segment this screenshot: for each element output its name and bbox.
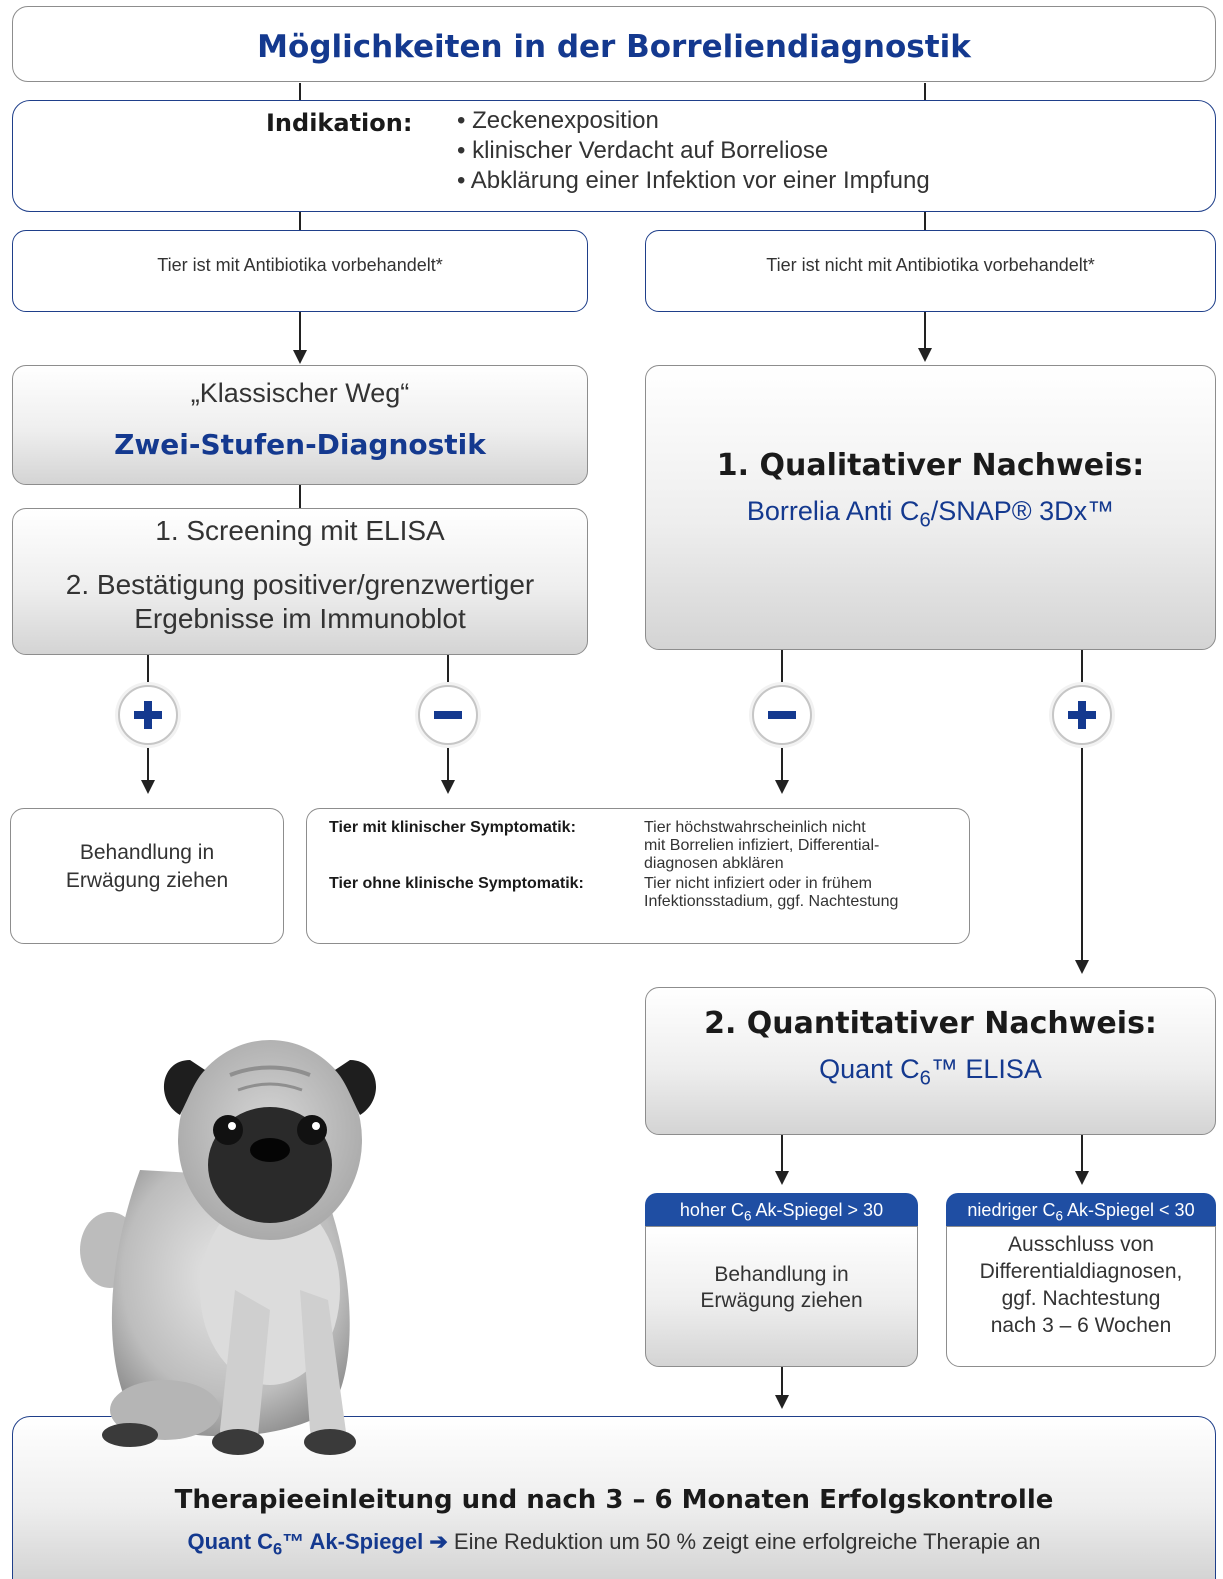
condition-box-left: Tier ist mit Antibiotika vorbehandelt*: [12, 230, 588, 312]
high-level-line1: Behandlung in: [714, 1263, 849, 1286]
indication-box: Indikation: • Zeckenexposition • klinisc…: [12, 100, 1216, 212]
qualitative-test-name: Borrelia Anti C: [746, 496, 920, 526]
negative-row1-text-1: Tier höchstwahrscheinlich nicht: [644, 819, 866, 836]
low-tag-suffix: Ak-Spiegel < 30: [1062, 1200, 1195, 1220]
negative-row2-label: Tier ohne klinische Symptomatik:: [329, 875, 584, 892]
plus-icon: [1052, 685, 1112, 745]
high-tag-suffix: Ak-Spiegel > 30: [751, 1200, 884, 1220]
indication-label: Indikation:: [266, 109, 413, 137]
therapy-label-sub: 6: [273, 1540, 283, 1559]
condition-left-text: Tier ist mit Antibiotika vorbehandelt*: [157, 255, 443, 275]
step-confirmation-line2: Ergebnisse im Immunoblot: [134, 603, 466, 634]
therapy-text: Eine Reduktion um 50 % zeigt eine erfolg…: [453, 1529, 1041, 1554]
high-level-box: Behandlung in Erwägung ziehen: [645, 1226, 918, 1367]
minus-icon: [418, 685, 478, 745]
step-screening: 1. Screening mit ELISA: [155, 515, 445, 546]
negative-row2-text-2: Infektionsstadium, ggf. Nachtestung: [644, 893, 899, 910]
two-step-title: Zwei-Stufen-Diagnostik: [114, 428, 486, 461]
high-tag-sub: 6: [743, 1208, 752, 1224]
classic-path-box: „Klassischer Weg“ Zwei-Stufen-Diagnostik: [12, 365, 588, 485]
therapy-label-suffix: ™ Ak-Spiegel: [282, 1529, 424, 1554]
negative-result-box: Tier mit klinischer Symptomatik: Tier hö…: [306, 808, 970, 944]
low-level-line4: nach 3 – 6 Wochen: [990, 1314, 1172, 1337]
plus-icon: [118, 685, 178, 745]
high-level-line2: Erwägung ziehen: [700, 1289, 863, 1312]
quantitative-test-sub: 6: [919, 1067, 931, 1090]
quantitative-test: Quant C6™ ELISA: [646, 1054, 1215, 1090]
quantitative-box: 2. Quantitativer Nachweis: Quant C6™ ELI…: [645, 987, 1216, 1135]
low-level-line1: Ausschluss von: [1008, 1233, 1154, 1256]
qualitative-test-suffix: /SNAP® 3Dx™: [930, 496, 1115, 526]
therapy-line: Quant C6™ Ak-Spiegel ➔ Eine Reduktion um…: [13, 1529, 1215, 1559]
qualitative-box: 1. Qualitativer Nachweis: Borrelia Anti …: [645, 365, 1216, 650]
classic-path-subtitle: „Klassischer Weg“: [190, 378, 410, 408]
quantitative-title: 2. Quantitativer Nachweis:: [704, 1006, 1157, 1041]
negative-row1-text-3: diagnosen abklären: [644, 855, 784, 872]
qualitative-test-sub: 6: [919, 509, 931, 532]
low-level-box: Ausschluss von Differentialdiagnosen, gg…: [946, 1226, 1216, 1367]
quantitative-test-suffix: ™ ELISA: [930, 1054, 1042, 1084]
indication-item: • Zeckenexposition: [457, 107, 659, 134]
qualitative-test: Borrelia Anti C6/SNAP® 3Dx™: [646, 496, 1215, 532]
indication-item: • klinischer Verdacht auf Borreliose: [457, 137, 829, 164]
low-level-line3: ggf. Nachtestung: [1001, 1287, 1161, 1310]
therapy-title: Therapieeinleitung und nach 3 – 6 Monate…: [174, 1485, 1054, 1515]
indication-item: • Abklärung einer Infektion vor einer Im…: [457, 167, 930, 194]
condition-box-right: Tier ist nicht mit Antibiotika vorbehand…: [645, 230, 1216, 312]
low-level-tag: niedriger C6 Ak-Spiegel < 30: [946, 1193, 1216, 1227]
low-tag-text: niedriger C: [967, 1200, 1056, 1220]
negative-row1-label: Tier mit klinischer Symptomatik:: [329, 819, 576, 836]
pug-dog-image: [80, 1040, 377, 1455]
low-level-line2: Differentialdiagnosen,: [979, 1260, 1183, 1283]
step-confirmation: 2. Bestätigung positiver/grenzwertiger: [65, 569, 535, 600]
negative-row2-text-1: Tier nicht infiziert oder in frühem: [644, 875, 872, 892]
left-positive-result-box: Behandlung in Erwägung ziehen: [10, 808, 284, 944]
therapy-label: Quant C: [187, 1529, 274, 1554]
page-title: Möglichkeiten in der Borreliendiagnostik: [257, 29, 971, 65]
condition-right-text: Tier ist nicht mit Antibiotika vorbehand…: [766, 255, 1095, 275]
negative-row1-text-2: mit Borrelien infiziert, Differential-: [644, 837, 880, 854]
low-tag-sub: 6: [1055, 1208, 1063, 1224]
left-positive-line1: Behandlung in: [79, 841, 215, 864]
minus-icon: [752, 685, 812, 745]
title-box: Möglichkeiten in der Borreliendiagnostik: [12, 6, 1216, 82]
left-positive-line2: Erwägung ziehen: [65, 869, 229, 892]
arrow-right-icon: ➔: [429, 1529, 454, 1554]
qualitative-title: 1. Qualitativer Nachweis:: [716, 448, 1145, 483]
steps-box: 1. Screening mit ELISA 2. Bestätigung po…: [12, 508, 588, 655]
high-tag-text: hoher C: [679, 1200, 744, 1220]
high-level-tag: hoher C6 Ak-Spiegel > 30: [645, 1193, 918, 1227]
quantitative-test-name: Quant C: [819, 1054, 920, 1084]
